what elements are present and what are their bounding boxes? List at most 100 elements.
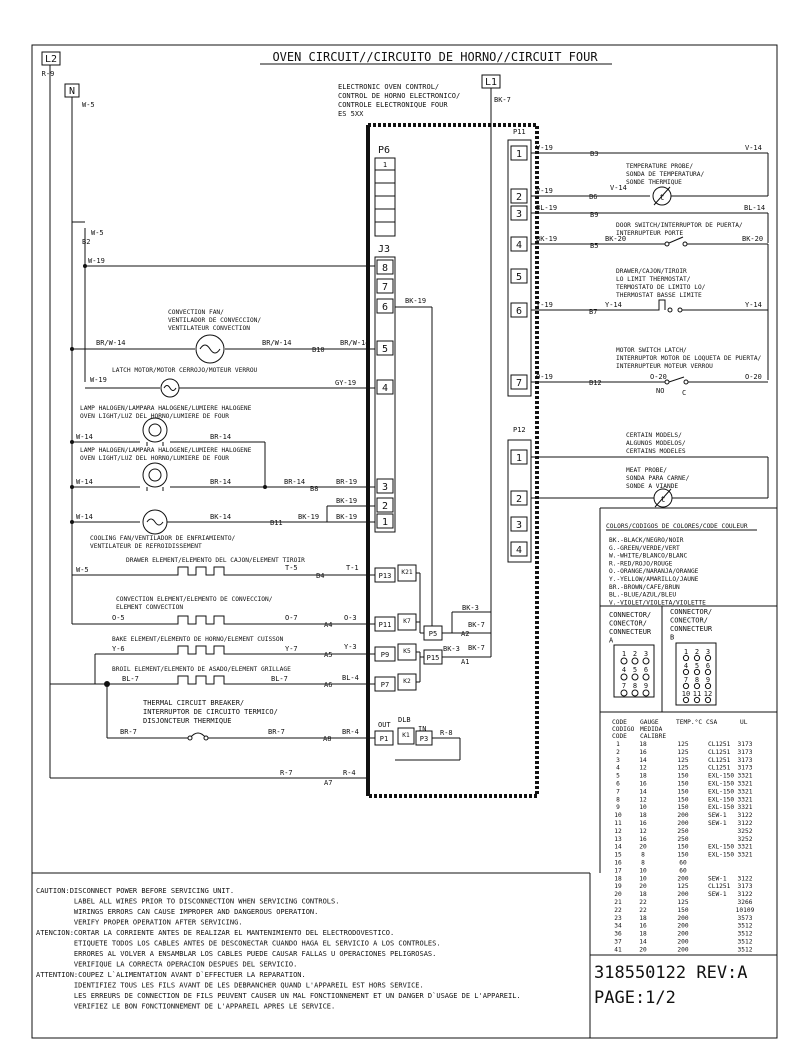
k2-label: K2 bbox=[403, 678, 411, 685]
bl19-wire: BL-19 bbox=[536, 204, 557, 212]
gauge-cell: 3573 bbox=[738, 915, 753, 922]
gauge-cell: 200 bbox=[677, 946, 688, 953]
gauge-cell: 200 bbox=[677, 915, 688, 922]
gauge-cell: 22 bbox=[614, 907, 622, 914]
color-code-2: W.-WHITE/BLANCO/BLANC bbox=[609, 553, 688, 560]
p12-pin-3: 3 bbox=[516, 520, 522, 531]
gauge-cell: 150 bbox=[677, 907, 688, 914]
gauge-cell: 18 bbox=[639, 931, 647, 938]
l1-label: L1 bbox=[485, 77, 497, 88]
k1-label: K1 bbox=[402, 732, 410, 739]
gauge-cell: 3321 bbox=[738, 844, 753, 851]
gauge-cell: 18 bbox=[639, 773, 647, 780]
p11-pin-6: 6 bbox=[516, 306, 522, 317]
gauge-header2-0: CODIGO bbox=[612, 726, 635, 733]
msl-label-2: INTERRUPTOR MOTOR DE LOQUETA DE PUERTA/ bbox=[616, 355, 762, 362]
caution-line-10: LES ERREURS DE CONNECTION DE FILS PEUVEN… bbox=[36, 992, 521, 1000]
outer-frame bbox=[31, 44, 778, 1039]
lamp2-icon bbox=[142, 462, 168, 488]
color-code-7: BL.-BLUE/AZUL/BLEU bbox=[609, 592, 676, 599]
j3-pin-1: 1 bbox=[382, 517, 388, 528]
w5-top-label: W-5 bbox=[82, 101, 95, 109]
door-switch-label-1: DOOR SWITCH/INTERRUPTOR DE PUERTA/ bbox=[616, 222, 743, 229]
drawer-thermo-label-2: LO LIMIT THERMOSTAT/ bbox=[616, 276, 691, 283]
j3-label: J3 bbox=[378, 244, 390, 255]
drawer-element-label: DRAWER ELEMENT/ELEMENTO DEL CAJON/ELEMEN… bbox=[126, 557, 305, 564]
colors-header: COLORS/CODIGOS DE COLORES/CODE COULEUR bbox=[606, 523, 748, 530]
gauge-cell: 200 bbox=[677, 923, 688, 930]
connector-b-pin-9: 9 bbox=[706, 676, 710, 684]
gy19-wire: GY-19 bbox=[335, 379, 356, 387]
t1-wire: T-1 bbox=[346, 564, 359, 572]
gauge-cell: 15 bbox=[614, 852, 622, 859]
bk20-right-wire: BK-20 bbox=[742, 235, 763, 243]
bake-element-label: BAKE ELEMENT/ELEMENTO DE HORNO/ELEMENT C… bbox=[112, 636, 284, 643]
gauge-cell: 150 bbox=[677, 773, 688, 780]
y3-wire: Y-3 bbox=[344, 643, 357, 651]
gauge-cell: 17 bbox=[614, 867, 622, 874]
color-code-0: BK.-BLACK/NEGRO/NOIR bbox=[609, 537, 684, 544]
conv-fan-label-2: VENTILADOR DE CONVECCION/ bbox=[168, 317, 261, 324]
connector-b-pin-2: 2 bbox=[695, 648, 699, 656]
bk3-lower-wire: BK-3 bbox=[443, 645, 460, 653]
gauge-cell: 150 bbox=[677, 788, 688, 795]
gauge-cell: CL1251 bbox=[708, 749, 731, 756]
gauge-cell: EXL-150 bbox=[708, 781, 734, 788]
bl14-wire: BL-14 bbox=[744, 204, 765, 212]
lamp2-label-1: LAMP HALOGEN/LAMPARA HALOGENE/LUMIERE HA… bbox=[80, 447, 252, 454]
y7-wire: Y-7 bbox=[285, 645, 298, 653]
connector-a-pin-9: 9 bbox=[644, 682, 648, 690]
gauge-cell: 13 bbox=[614, 836, 622, 843]
gauge-cell: 22 bbox=[639, 899, 647, 906]
gauge-cell: SEW-1 bbox=[708, 812, 727, 819]
a1-node: A1 bbox=[461, 658, 469, 666]
v19-b6-wire: V-19 bbox=[536, 187, 553, 195]
gauge-cell: 200 bbox=[677, 891, 688, 898]
bl7-right-wire: BL-7 bbox=[271, 675, 288, 683]
gauge-cell: 125 bbox=[677, 757, 688, 764]
a8-node: A8 bbox=[323, 735, 331, 743]
a4-node: A4 bbox=[324, 621, 332, 629]
gauge-cell: 16 bbox=[639, 923, 647, 930]
gauge-cell: 14 bbox=[639, 939, 647, 946]
bk7-a1-wire: BK-7 bbox=[468, 644, 485, 652]
bk19-j3-6-wire: BK-19 bbox=[405, 297, 426, 305]
meat-probe-label-2: SONDA PARA CARNE/ bbox=[626, 475, 690, 482]
gauge-cell: 1 bbox=[616, 741, 620, 748]
o5-wire: O-5 bbox=[112, 614, 125, 622]
door-switch-label-2: INTERRUPTEUR PORTE bbox=[616, 230, 683, 237]
connector-a-pin-2: 2 bbox=[633, 650, 637, 658]
gauge-cell: 20 bbox=[639, 844, 647, 851]
convection-element-icon bbox=[72, 615, 375, 625]
gauge-cell: CL1251 bbox=[708, 765, 731, 772]
gauge-cell: 34 bbox=[614, 923, 622, 930]
connector-b-pin-6: 6 bbox=[706, 662, 710, 670]
gauge-cell: 250 bbox=[677, 836, 688, 843]
r9-label: R-9 bbox=[42, 70, 55, 78]
a2-node: A2 bbox=[461, 630, 469, 638]
gauge-cell: CL1251 bbox=[708, 741, 731, 748]
b5-node: B5 bbox=[590, 242, 598, 250]
p9-terminal: P9 bbox=[381, 651, 389, 659]
p11-pin-4: 4 bbox=[516, 240, 522, 251]
j3-pin-3: 3 bbox=[382, 482, 388, 493]
gauge-cell: 3321 bbox=[738, 852, 753, 859]
caution-line-1: LABEL ALL WIRES PRIOR TO DISCONNECTION W… bbox=[36, 898, 339, 906]
gauge-cell: 4 bbox=[616, 765, 620, 772]
meat-probe-label-3: SONDE A VIANDE bbox=[626, 483, 678, 490]
connector-a-label-2: CONNECTEUR bbox=[609, 628, 652, 636]
gauge-cell: SEW-1 bbox=[708, 891, 727, 898]
brw14-j3-wire: BR/W-14 bbox=[340, 339, 370, 347]
gauge-cell: EXL-150 bbox=[708, 773, 734, 780]
dlb-out-label: OUT bbox=[378, 721, 391, 729]
gauge-cell: 125 bbox=[677, 741, 688, 748]
connector-a-label-1: CONECTOR/ bbox=[609, 620, 647, 628]
p12-pin-2: 2 bbox=[516, 494, 522, 505]
gauge-cell: 37 bbox=[614, 939, 622, 946]
r7-wire: R-7 bbox=[280, 769, 293, 777]
bk19-j3-1-wire: BK-19 bbox=[336, 513, 357, 521]
probe-t-symbol: t bbox=[660, 193, 665, 202]
gauge-cell: 125 bbox=[677, 749, 688, 756]
connector-b-pin-4: 4 bbox=[684, 662, 688, 670]
connector-b-pin-10: 10 bbox=[682, 690, 690, 698]
